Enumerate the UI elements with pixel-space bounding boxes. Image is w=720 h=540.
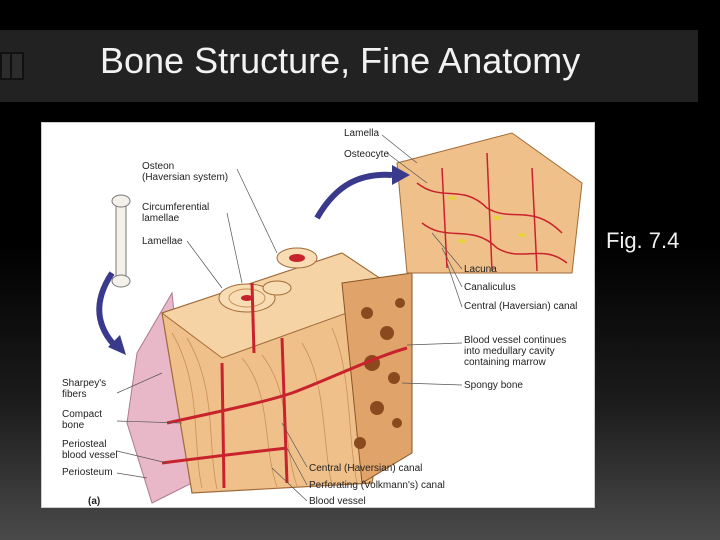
label-central-canal-bottom: Central (Haversian) canal: [309, 463, 423, 474]
label-blood-vessel: Blood vessel: [309, 496, 366, 507]
magnify-arrowhead-lower: [108, 335, 126, 355]
spongy-bone: [341, 272, 413, 484]
spongy-holes: [354, 298, 405, 449]
magnify-arrow-lower: [96, 271, 120, 351]
slide-title: Bone Structure, Fine Anatomy: [100, 40, 581, 81]
title-bar: [0, 30, 698, 102]
bone-anatomy-figure: Lamella Osteocyte Osteon (Haversian syst…: [41, 122, 595, 508]
leader-lines: [116, 134, 463, 502]
figure-reference: Fig. 7.4: [606, 228, 680, 253]
panel-label: (a): [88, 496, 101, 507]
magnify-arrow-upper: [314, 171, 393, 220]
label-perforating-canal: Perforating (Volkmann's) canal: [309, 480, 445, 491]
long-bone-icon: [111, 194, 131, 288]
label-blood-vessel-continues: Blood vessel continues into medullary ca…: [464, 335, 567, 368]
label-osteocyte: Osteocyte: [344, 149, 390, 160]
osteocyte-network: [416, 152, 568, 272]
lacunae: [448, 196, 526, 243]
bone-illustration: [96, 132, 583, 504]
label-osteon: Osteon (Haversian system): [142, 161, 229, 183]
label-compact-bone: Compact bone: [62, 409, 103, 431]
title-decoration: [0, 52, 24, 80]
label-lamella: Lamella: [344, 128, 380, 139]
label-lamellae: Lamellae: [142, 236, 183, 247]
label-sharpeys-fibers: Sharpey's fibers: [62, 378, 107, 400]
osteon-cylinders: [218, 247, 318, 313]
label-lacuna: Lacuna: [464, 264, 497, 275]
blood-vessels: [161, 282, 408, 489]
label-periosteum: Periosteum: [62, 467, 113, 478]
label-central-canal-right: Central (Haversian) canal: [464, 301, 578, 312]
label-spongy-bone: Spongy bone: [464, 380, 523, 391]
label-canaliculus: Canaliculus: [464, 282, 516, 293]
magnify-arrowhead-upper: [392, 165, 410, 185]
label-periosteal-blood-vessel: Periosteal blood vessel: [62, 439, 118, 461]
label-circumferential-lamellae: Circumferential lamellae: [142, 202, 210, 224]
